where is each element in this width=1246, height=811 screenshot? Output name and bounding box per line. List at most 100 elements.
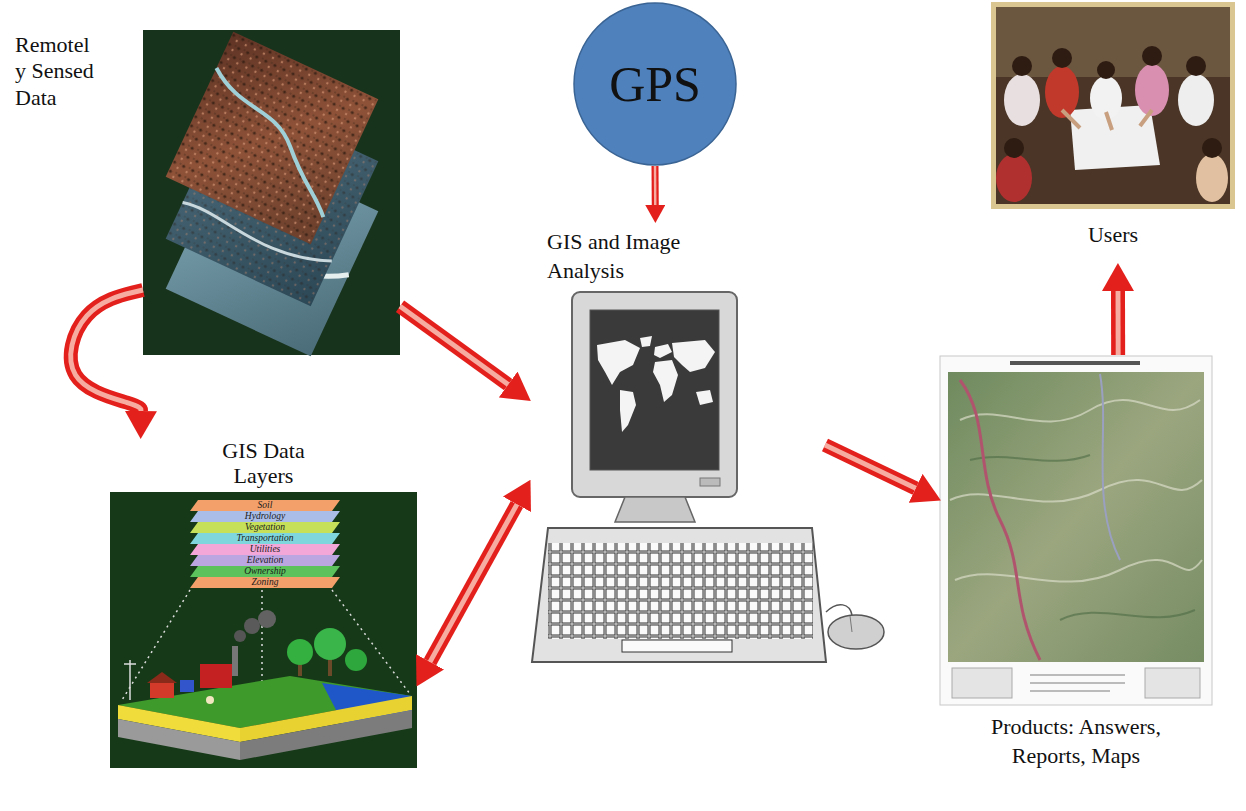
layer-label: Transportation <box>190 533 340 544</box>
layer-label: Vegetation <box>190 522 340 533</box>
computer-illustration <box>620 390 636 432</box>
users-photo <box>1097 61 1115 79</box>
flow-arrow <box>430 504 517 662</box>
map-product <box>952 668 1012 698</box>
gis-layers-illustration <box>258 610 276 628</box>
map-product <box>1010 361 1140 365</box>
layer-label: Utilities <box>190 544 340 555</box>
computer-illustration <box>700 478 720 486</box>
layers-panel: GIS Data Layers <box>110 438 417 768</box>
users-photo <box>1202 138 1222 158</box>
flow-arrow-glow <box>1116 291 1121 355</box>
flow-arrow-glow <box>654 166 657 205</box>
gis-layers-illustration <box>110 492 417 768</box>
computer-illustration <box>532 528 826 662</box>
map-product <box>960 400 1200 422</box>
gis-layers-illustration <box>118 719 240 760</box>
map-product <box>1145 668 1200 698</box>
node-label: Remotel y Sensed Data <box>15 32 100 111</box>
layer-label: Zoning <box>190 577 340 588</box>
flow-arrow <box>825 445 916 488</box>
flow-arrow <box>71 290 143 411</box>
users-photo <box>991 2 1235 209</box>
users-photo <box>1196 154 1228 202</box>
map-product <box>955 560 1202 582</box>
layer-label-column: SoilHydrologyVegetationTransportationUti… <box>190 500 340 588</box>
computer-illustration <box>672 340 715 372</box>
gis-layers-illustration <box>190 577 340 588</box>
users-photo <box>996 7 1230 204</box>
map-product <box>1030 675 1125 691</box>
gis-layers-illustration <box>234 630 246 642</box>
map-product <box>940 356 1212 705</box>
gps-circle: GPS <box>573 2 737 166</box>
flow-arrow <box>400 306 508 384</box>
gis-layers-illustration <box>287 639 313 665</box>
flow-arrow <box>1111 291 1125 355</box>
flow-arrow-glow <box>825 445 916 488</box>
computer-illustration <box>615 497 695 522</box>
gis-layers-illustration <box>150 682 174 698</box>
satellite-image-stack <box>178 68 361 217</box>
gis-layers-illustration <box>190 566 340 577</box>
users-photo <box>1178 74 1214 126</box>
computer-illustration <box>653 360 678 402</box>
computer-illustration <box>654 344 672 358</box>
users-photo <box>1052 48 1072 68</box>
gis-layers-illustration <box>200 664 232 688</box>
layer-label: Elevation <box>190 555 340 566</box>
computer-illustration <box>826 605 852 615</box>
flow-arrow <box>655 166 656 205</box>
node-label: GPS <box>609 59 701 109</box>
node-label: GIS Data Layers <box>199 438 329 489</box>
computer-illustration <box>548 543 813 639</box>
flow-arrow <box>71 290 143 411</box>
satellite-image-stack <box>166 32 379 245</box>
gis-layers-illustration <box>180 680 194 692</box>
flow-arrow <box>430 504 517 662</box>
map-product <box>1100 374 1120 560</box>
gis-layers-illustration <box>345 649 367 671</box>
gis-layers-illustration <box>244 618 260 634</box>
users-panel: Users <box>990 2 1236 264</box>
flow-arrow <box>652 166 659 205</box>
gis-layers-illustration <box>206 696 214 704</box>
satellite-image-stack <box>166 32 379 245</box>
flow-arrow <box>400 306 508 384</box>
map-product <box>948 372 1204 662</box>
gps-circle-shape <box>574 3 736 165</box>
satellite-image-stack <box>143 30 400 356</box>
gis-layers-illustration <box>190 533 340 544</box>
computer-illustration <box>850 616 852 632</box>
satellite-image-stack <box>166 32 379 245</box>
gis-layers-illustration <box>190 544 340 555</box>
flow-arrow-glow <box>71 290 143 411</box>
gis-layers-illustration <box>124 660 136 700</box>
flow-arrow-glow <box>400 306 508 384</box>
layer-label: Hydrology <box>190 511 340 522</box>
computer-illustration <box>696 390 713 405</box>
computer-illustration <box>572 292 737 497</box>
users-photo <box>1004 138 1024 158</box>
computer-illustration <box>828 615 884 649</box>
node-label: Products: Answers, Reports, Maps <box>990 713 1162 770</box>
flow-arrow <box>825 445 916 488</box>
map-product <box>960 380 1040 660</box>
node-label: Users <box>990 222 1236 248</box>
computer-illustration <box>622 640 732 652</box>
computer-illustration <box>590 310 719 470</box>
computer-illustration <box>640 336 652 347</box>
users-photo <box>1135 64 1169 116</box>
users-photo <box>1062 110 1152 130</box>
products-panel: Products: Answers, Reports, Maps <box>940 355 1212 808</box>
flow-arrow-glow <box>430 504 517 662</box>
gis-layers-illustration <box>314 628 346 660</box>
users-photo <box>996 154 1032 202</box>
computer-illustration <box>532 292 884 662</box>
gis-layers-illustration <box>147 672 177 683</box>
layer-label: Ownership <box>190 566 340 577</box>
gis-layers-illustration <box>190 522 340 533</box>
image-panel: Remotel y Sensed Data <box>143 30 400 355</box>
